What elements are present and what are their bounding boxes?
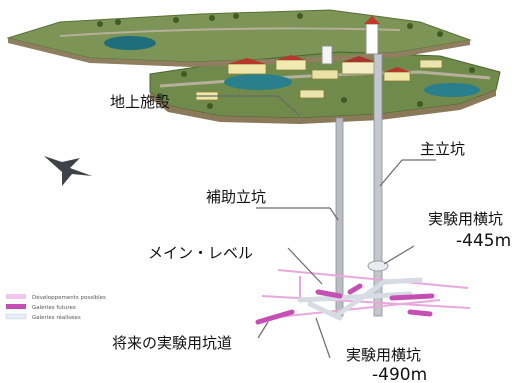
north-arrow-icon (44, 156, 92, 186)
leader-lines (196, 95, 436, 359)
main-level-label: メイン・レベル (148, 244, 253, 262)
legend-possible-label: Développements possibles (32, 294, 106, 301)
depth-490-label: -490m (372, 365, 427, 383)
aux-shaft-label: 補助立坑 (206, 188, 266, 206)
main-shaft (373, 53, 383, 317)
legend: Développements possibles Galeries future… (5, 294, 106, 321)
legend-future-label: Galeries futures (32, 305, 76, 311)
future-gallery-label: 将来の実験用坑道 (112, 334, 232, 352)
exp-gallery-490-label: 実験用横坑 (346, 346, 421, 364)
galleries (255, 260, 471, 325)
legend-realized-label: Galeries réalisées (32, 314, 81, 321)
depth-445-label: -445m (456, 231, 511, 251)
aux-shaft (335, 117, 344, 317)
exp-gallery-445-label: 実験用横坑 (428, 210, 503, 228)
surface-terrain (6, 9, 501, 124)
main-shaft-label: 主立坑 (420, 140, 465, 158)
surface-facility-label: 地上施設 (110, 93, 170, 111)
